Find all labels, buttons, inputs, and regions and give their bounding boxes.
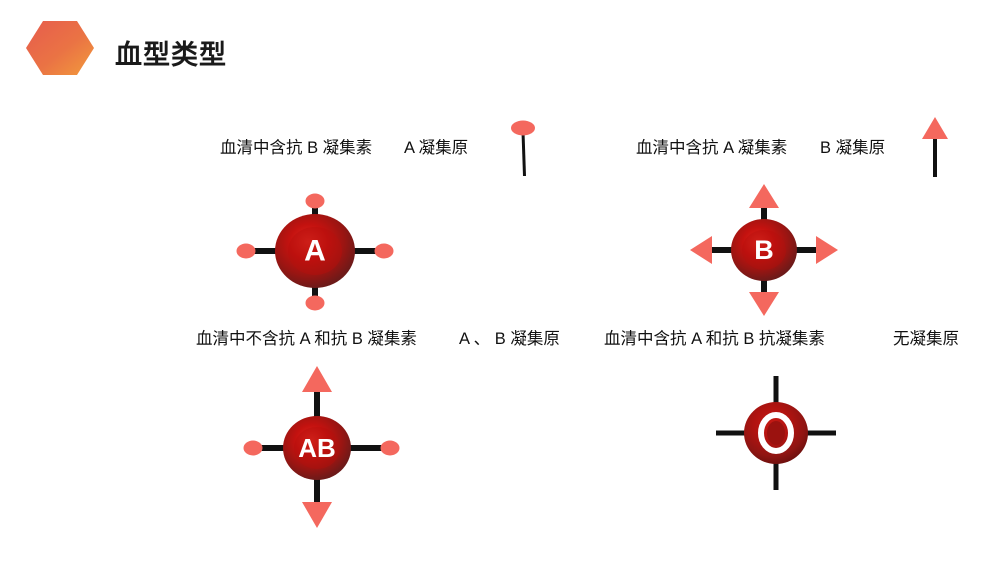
caption-ab-serum: 血清中不含抗 A 和抗 B 凝集素 <box>196 330 417 348</box>
blood-cell-ab: AB <box>243 362 403 530</box>
marker-dot-left <box>243 440 263 456</box>
blood-cell-a-letter: A <box>304 235 326 268</box>
marker-dot-bottom <box>305 295 325 311</box>
marker-arrow-bottom <box>749 292 779 316</box>
marker-arrow-top <box>302 366 332 392</box>
caption-o-serum: 血清中含抗 A 和抗 B 抗凝集素 <box>604 330 825 348</box>
blood-cell-a: A <box>236 186 394 316</box>
marker-dot-right <box>380 440 400 456</box>
caption-b-antigen: B 凝集原 <box>820 139 886 157</box>
marker-arrow-left <box>690 236 712 264</box>
blood-cell-ab-letter: AB <box>298 433 336 463</box>
pin-dot-marker-legend <box>508 118 538 185</box>
marker-arrow-bottom <box>302 502 332 528</box>
pin-arrow-marker-legend <box>918 115 952 186</box>
hexagon-icon <box>26 20 94 76</box>
blood-cell-b-letter: B <box>754 235 774 265</box>
caption-o-antigen: 无凝集原 <box>893 330 959 348</box>
marker-dot-top <box>305 193 325 209</box>
caption-a-antigen: A 凝集原 <box>404 139 469 157</box>
marker-arrow-right <box>816 236 838 264</box>
blood-cell-b: B <box>686 182 842 318</box>
caption-a-serum: 血清中含抗 B 凝集素 <box>220 139 373 157</box>
marker-dot-right <box>374 243 394 259</box>
page-title: 血型类型 <box>115 40 227 70</box>
blood-cell-o <box>712 372 842 494</box>
marker-arrow-top <box>749 184 779 208</box>
caption-ab-antigen: A 、 B 凝集原 <box>459 330 560 348</box>
caption-b-serum: 血清中含抗 A 凝集素 <box>636 139 788 157</box>
marker-dot-left <box>236 243 256 259</box>
